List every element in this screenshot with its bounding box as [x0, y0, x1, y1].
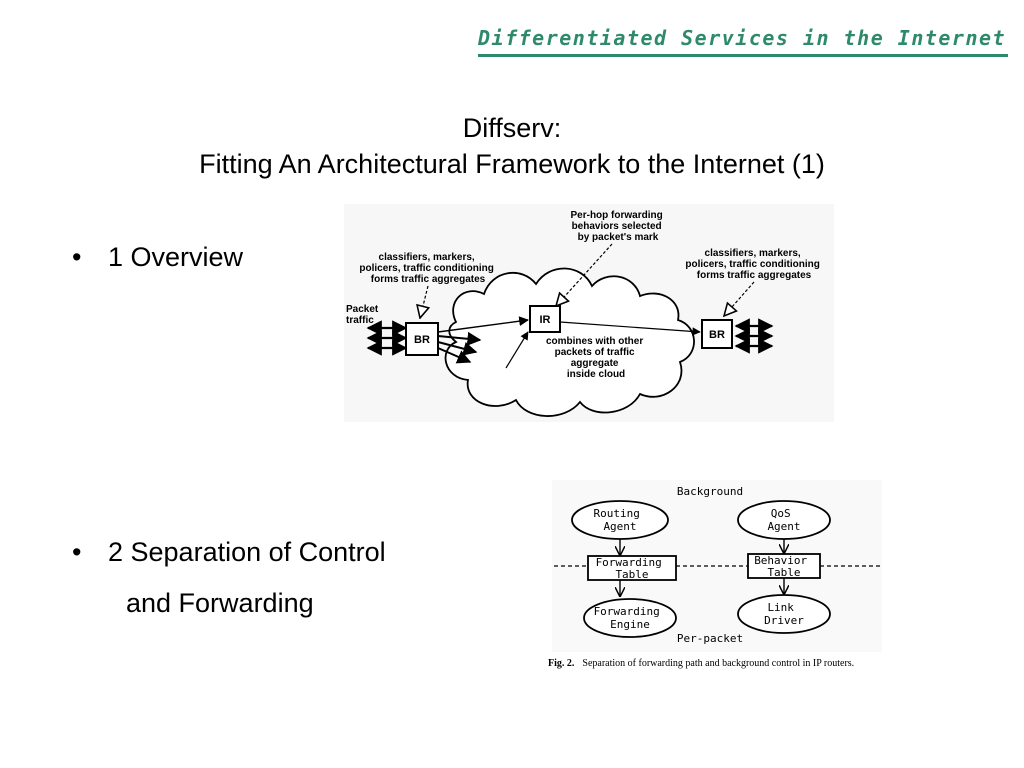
annotation-top-line2: behaviors selected — [572, 221, 662, 232]
annotation-left: classifiers, markers, policers, traffic … — [359, 252, 496, 285]
bullet-symbol: • — [72, 537, 82, 567]
diffserv-cloud-diagram: classifiers, markers, policers, traffic … — [344, 204, 834, 422]
cloud-text-line2: packets of traffic — [555, 347, 635, 358]
br-left-label: BR — [414, 334, 430, 346]
cloud-text: combines with other packets of traffic a… — [546, 336, 646, 380]
border-router-right — [701, 319, 733, 349]
bullet-overview: • 1 Overview — [72, 240, 243, 274]
border-router-left — [405, 322, 439, 356]
forwarding-table-label: Forwarding Table — [596, 556, 669, 581]
bullet-separation: • 2 Separation of Control — [72, 535, 386, 569]
caption-fig-label: Fig. 2. — [548, 658, 575, 669]
bullet-symbol: • — [72, 242, 82, 272]
br-right-label: BR — [709, 329, 725, 341]
behavior-table-label: Behavior Table — [754, 554, 814, 579]
br-to-ir-arrow — [437, 316, 529, 333]
header-rule — [478, 54, 1008, 57]
annotation-top: Per-hop forwarding behaviors selected by… — [570, 210, 665, 243]
br-left-out-arrows — [437, 331, 482, 364]
annotation-right-arrow — [724, 281, 755, 316]
bullet-separation-line2: and Forwarding — [126, 588, 314, 618]
cloud-text-line3: aggregate — [571, 358, 619, 369]
behavior-table — [747, 553, 821, 579]
caption-text: Separation of forwarding path and backgr… — [582, 658, 855, 669]
ir-label: IR — [540, 314, 551, 326]
per-packet-label: Per-packet — [677, 632, 743, 645]
annotation-top-line3: by packet's mark — [578, 232, 659, 243]
annotation-right-line3: forms traffic aggregates — [697, 270, 812, 281]
annotation-left-arrow — [420, 285, 428, 318]
annotation-right-line1: classifiers, markers, — [705, 248, 801, 259]
annotation-top-arrow — [556, 243, 613, 306]
forwarding-engine-label: Forwarding Engine — [594, 605, 667, 631]
bullet-text: 1 Overview — [108, 242, 244, 272]
forwarding-engine — [583, 598, 677, 638]
packet-label-line2: traffic — [346, 315, 374, 326]
link-driver-label: Link Driver — [764, 601, 804, 627]
packet-traffic-label: Packet traffic — [346, 304, 381, 326]
packet-label-line1: Packet — [346, 304, 379, 315]
annotation-left-line2: policers, traffic conditioning — [359, 263, 493, 274]
cloud-text-line4: inside cloud — [567, 369, 625, 380]
slide-title-line1: Diffserv: — [462, 113, 562, 143]
network-cloud — [444, 267, 695, 417]
interior-router — [529, 305, 561, 333]
slide-title: Diffserv: Fitting An Architectural Frame… — [0, 110, 1024, 182]
link-driver — [737, 594, 831, 634]
ir-to-br-arrow — [559, 321, 701, 336]
bullet-text: 2 Separation of Control — [108, 537, 386, 567]
left-traffic-arrows — [366, 320, 408, 356]
annotation-left-line1: classifiers, markers, — [379, 252, 475, 263]
routing-agent-label: Routing Agent — [594, 507, 647, 533]
control-forwarding-diagram: Background Routing Agent QoS Agent Forwa… — [552, 480, 882, 652]
slide-title-line2: Fitting An Architectural Framework to th… — [199, 149, 825, 179]
header-title: Differentiated Services in the Internet — [478, 26, 1007, 50]
qos-agent-label: QoS Agent — [767, 507, 800, 533]
background-label: Background — [677, 485, 743, 498]
forwarding-table — [587, 555, 677, 581]
right-traffic-arrows — [734, 318, 774, 354]
annotation-right: classifiers, markers, policers, traffic … — [685, 248, 822, 281]
annotation-top-line1: Per-hop forwarding — [570, 210, 662, 221]
annotation-left-line3: forms traffic aggregates — [371, 274, 486, 285]
cloud-to-ir-arrow — [505, 331, 529, 369]
annotation-right-line2: policers, traffic conditioning — [685, 259, 819, 270]
cloud-text-line1: combines with other — [546, 336, 643, 347]
figure-caption: Fig. 2. Separation of forwarding path and… — [548, 658, 878, 670]
